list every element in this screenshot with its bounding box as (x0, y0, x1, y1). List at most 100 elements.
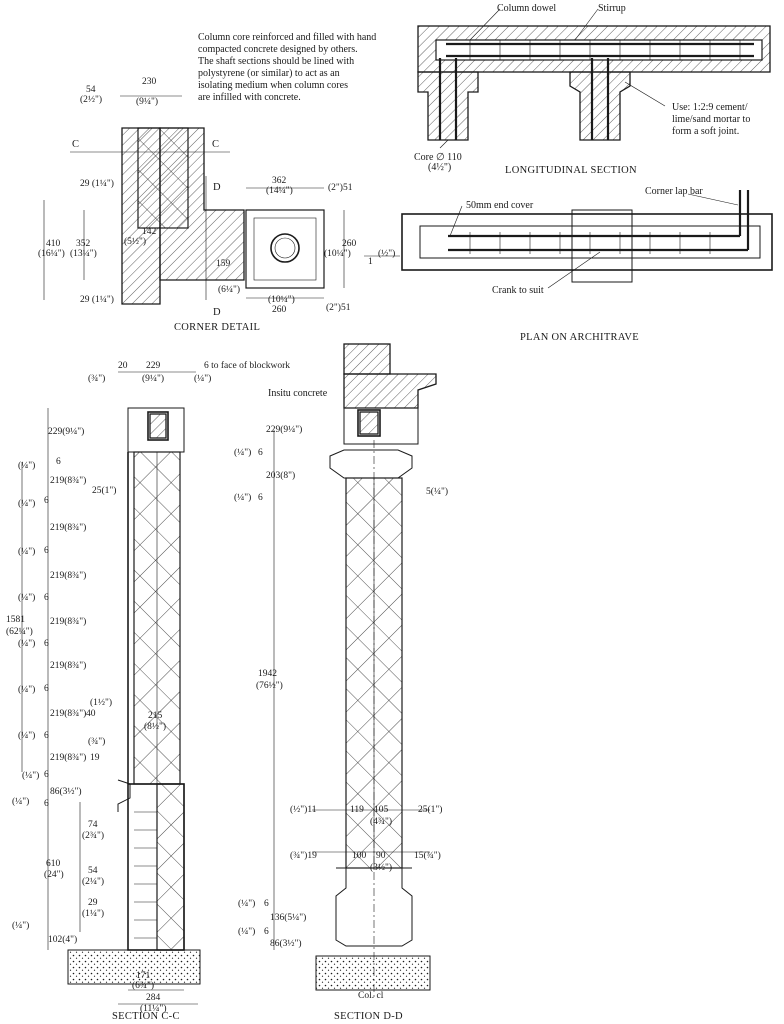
longitudinal-section (417, 8, 771, 149)
dd-dim-90: 90 (376, 851, 386, 861)
cc-dim-20: 20 (118, 361, 128, 371)
core-diameter-label: Core ∅ 110 (414, 152, 462, 163)
cc-left-dim-5: 219(8¾") (50, 522, 86, 533)
plan-on-architrave (401, 190, 773, 289)
dd-ground (315, 955, 431, 991)
core-diameter-imperial: (4½") (428, 162, 451, 173)
corner-lap-label: Corner lap bar (645, 186, 703, 197)
cc-imp-6-1: (¼") (18, 460, 35, 471)
dim-362-imperial: (14¼") (266, 185, 293, 196)
dim-1: 1 (368, 257, 373, 267)
dim-1-imperial: (½") (378, 248, 395, 259)
section-dd-dimensions: Insitu concrete 229(9¼") 6 (¼") 203(8") … (234, 388, 448, 1001)
dd-dim-6c: 6 (264, 899, 269, 909)
dd-dim-119: 119 (350, 805, 364, 815)
dd-upper-wall (343, 343, 391, 375)
dd-dim-15: 15(¾") (414, 850, 441, 861)
mortar-note-line-2: lime/sand mortar to (672, 114, 750, 125)
cc-left-dim-8: 6 (44, 593, 49, 603)
mortar-note: Use: 1:2:9 cement/ lime/sand mortar to f… (672, 102, 750, 137)
dd-imp-6c: (¼") (238, 898, 255, 909)
cc-face-label: 6 to face of blockwork (204, 360, 290, 371)
dd-dim-1942-imperial: (76½") (256, 680, 283, 691)
dim-54: 54 (86, 85, 96, 95)
cc-left-dim-12: 6 (44, 684, 49, 694)
cc-left-dim-7: 219(8¾") (50, 570, 86, 581)
right-capital (569, 71, 631, 141)
section-d-bottom-marker: D (213, 307, 221, 318)
cc-dim-20-imperial: (¾") (88, 373, 105, 384)
dim-352-imperial: (13¼") (70, 248, 97, 259)
insitu-concrete-label: Insitu concrete (268, 388, 328, 399)
mortar-note-line-1: Use: 1:2:9 cement/ (672, 102, 748, 113)
dim-142: 142 (142, 227, 157, 237)
dim-362: 362 (272, 176, 287, 186)
dd-dim-11: (½")11 (290, 804, 317, 815)
cc-dim-284: 284 (146, 993, 161, 1003)
dim-51-top: (2")51 (328, 182, 353, 193)
dd-dim-6a: 6 (258, 448, 263, 458)
cc-dim-215-imperial: (8½") (144, 721, 166, 732)
cc-dim-40-imperial: (1½") (90, 697, 112, 708)
dd-dim-6b: 6 (258, 493, 263, 503)
cc-left-dim-17: 86(3½") (50, 786, 82, 797)
dim-410: 410 (46, 239, 61, 249)
dim-230-imperial: (9¼") (136, 96, 158, 107)
column-centreline-label: Col. cl (358, 991, 384, 1001)
dim-410-imperial: (16¼") (38, 248, 65, 259)
dd-dim-25: 25(1") (418, 804, 442, 815)
dd-dim-3-imperial: (3½") (370, 862, 392, 873)
cc-imp-6-4: (¼") (18, 592, 35, 603)
mortar-note-line-3: form a soft joint. (672, 126, 739, 137)
cc-ground (67, 949, 201, 985)
dd-imp-6d: (¼") (238, 926, 255, 937)
cc-plinth-courses (134, 811, 157, 939)
dim-159: 159 (216, 259, 231, 269)
core-note-line-1: Column core reinforced and filled with h… (198, 32, 376, 43)
cc-total-imperial: (62¼") (6, 626, 33, 637)
corner-dimensions: 54 (2½") 230 (9¼") 29 (1¼") 410 (16¼") 3… (38, 77, 395, 315)
cc-imp-6-10: (¼") (12, 920, 29, 931)
section-c-left-marker: C (72, 139, 79, 150)
cc-imp-6-2: (¼") (18, 498, 35, 509)
dd-dim-4-imperial: (4¾") (370, 816, 392, 827)
cc-head-core (147, 411, 169, 441)
cc-imp-6-3: (¼") (18, 546, 35, 557)
core-note-line-4: polystyrene (or similar) to act as an (198, 68, 340, 79)
core-note-line-2: compacted concrete designed by others. (198, 44, 358, 55)
cc-dim-40: 40 (86, 709, 96, 719)
cc-left-dim-16: 6 (44, 770, 49, 780)
cc-dim-29: 29 (88, 898, 98, 908)
cc-dim-171: 171 (136, 971, 151, 981)
cc-dim-29-imperial: (1¼") (82, 908, 104, 919)
dim-54-imperial: (2½") (80, 94, 102, 105)
core-circle (270, 233, 300, 263)
section-cc-dimensions: 20 (¾") 229 (9¼") 6 to face of blockwork… (6, 360, 290, 1014)
dd-dim-136: 136(5¼") (270, 912, 306, 923)
dd-dim-105: 105 (374, 805, 389, 815)
stirrups (469, 40, 741, 60)
cc-dim-74: 74 (88, 820, 98, 830)
cc-left-dim-4: 6 (44, 496, 49, 506)
dd-dim-1942: 1942 (258, 669, 277, 679)
core-note-line-6: are infilled with concrete. (198, 92, 301, 103)
cc-dim-284-imperial: (11¼") (140, 1003, 166, 1014)
end-cover-label: 50mm end cover (466, 200, 534, 211)
dim-260-bottom: 260 (272, 305, 287, 315)
plan-title: PLAN ON ARCHITRAVE (520, 332, 639, 343)
cc-left-dim-3: 219(8¾") (50, 475, 86, 486)
dd-dim-203: 203(8") (266, 470, 295, 481)
crank-label: Crank to suit (492, 285, 544, 296)
cc-left-dim-1: 229(9¼") (48, 426, 84, 437)
left-capital (417, 71, 479, 141)
corner-block (245, 209, 325, 289)
cc-dim-229-imperial: (9¼") (142, 373, 164, 384)
cc-dim-74-imperial: (2¾") (82, 830, 104, 841)
corner-detail-title: CORNER DETAIL (174, 322, 260, 333)
core-note: Column core reinforced and filled with h… (198, 32, 376, 103)
cc-left-dim-11: 219(8¾") (50, 660, 86, 671)
dd-dim-86: 86(3½") (270, 938, 302, 949)
cc-dim-610: 610 (46, 859, 61, 869)
cc-left-dim-13: 219(8¾") (50, 708, 86, 719)
cc-left-dim-15: 219(8¾") (50, 752, 86, 763)
